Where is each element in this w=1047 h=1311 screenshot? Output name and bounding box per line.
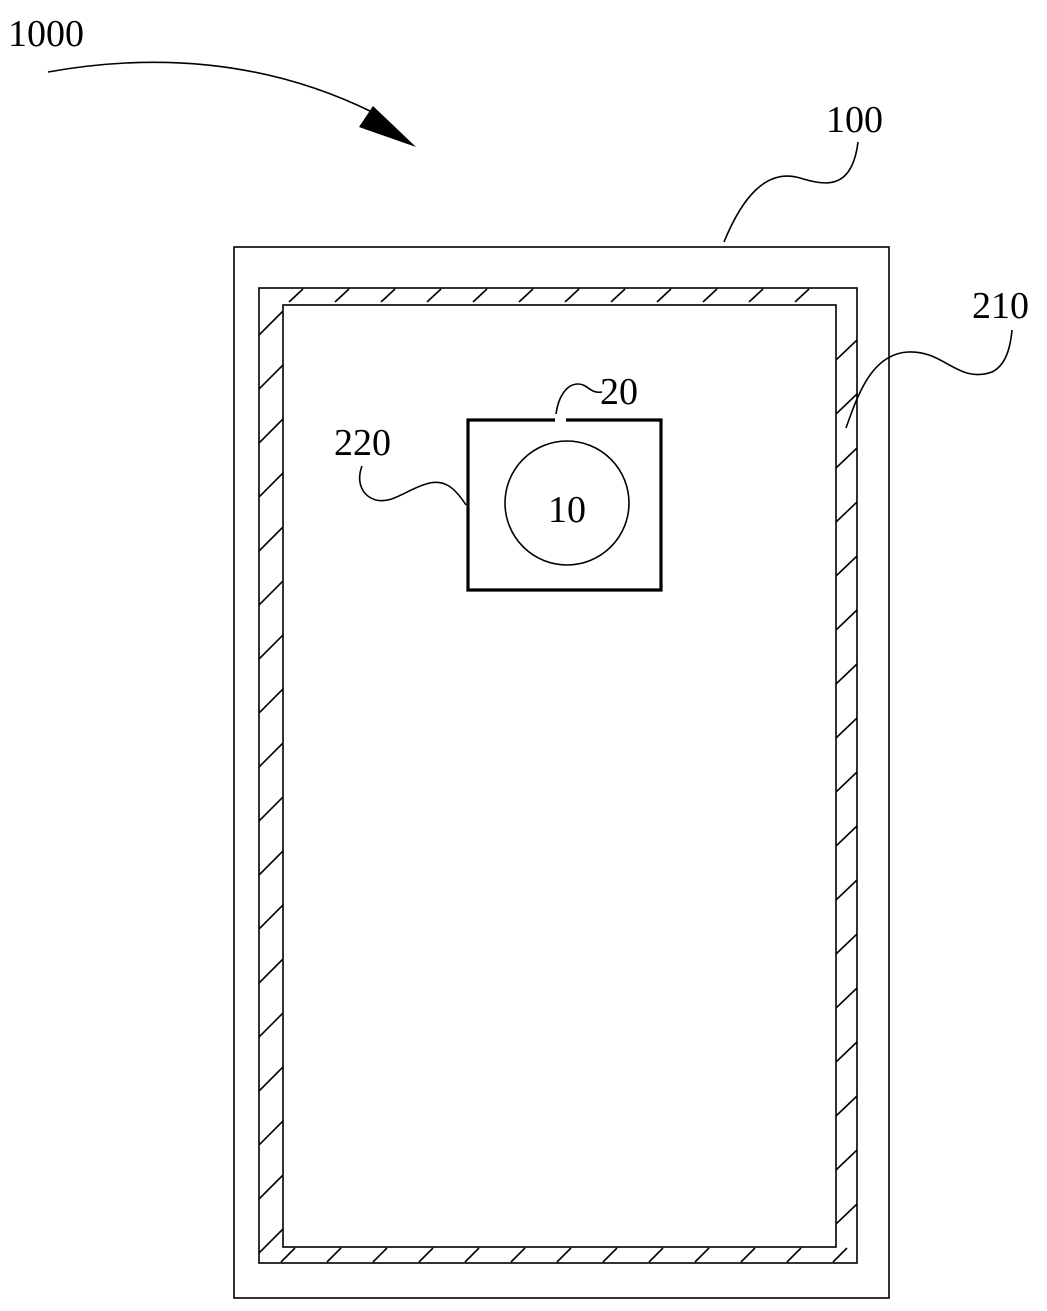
- leader-210: [846, 330, 1012, 428]
- hatch-stroke: [836, 1096, 857, 1116]
- hatch-stroke: [259, 1067, 283, 1091]
- outer-frame: [234, 247, 889, 1298]
- hatch-stroke: [836, 880, 857, 900]
- hatch-stroke: [836, 718, 857, 738]
- hatch-stroke: [519, 289, 533, 302]
- hatch-stroke: [327, 1248, 341, 1262]
- hatch-stroke: [259, 419, 283, 443]
- hatch-stroke: [259, 743, 283, 767]
- hatch-stroke: [741, 1248, 755, 1262]
- hatch-stroke: [259, 311, 283, 335]
- hatch-stroke: [836, 826, 857, 846]
- hatch-stroke: [335, 289, 349, 302]
- assembly-arrow: [48, 62, 416, 147]
- hatch-stroke: [603, 1248, 617, 1262]
- hatch-stroke: [836, 1042, 857, 1062]
- hatch-stroke: [795, 289, 809, 302]
- label-10: 10: [548, 489, 586, 531]
- hatch-stroke: [259, 527, 283, 551]
- hatch-stroke: [381, 289, 395, 302]
- hatch-stroke: [259, 1013, 283, 1037]
- hatch-stroke: [611, 289, 625, 302]
- hatch-stroke: [836, 610, 857, 630]
- leader-100: [724, 142, 858, 242]
- label-100: 100: [826, 99, 883, 141]
- label-1000: 1000: [8, 13, 84, 55]
- hatch-stroke: [259, 635, 283, 659]
- hatch-stroke: [787, 1248, 801, 1262]
- hatch-stroke: [259, 851, 283, 875]
- hatch-stroke: [836, 988, 857, 1008]
- hatch-stroke: [259, 905, 283, 929]
- hatch-stroke: [259, 1175, 283, 1199]
- hatch-stroke: [373, 1248, 387, 1262]
- hatch-stroke: [427, 289, 441, 302]
- hatch-stroke: [833, 1248, 847, 1262]
- hatch-stroke: [419, 1248, 433, 1262]
- hatch-stroke: [259, 581, 283, 605]
- leader-20: [556, 384, 602, 414]
- hatch-stroke: [259, 959, 283, 983]
- label-220: 220: [334, 422, 391, 464]
- hatch-stroke: [836, 1150, 857, 1170]
- hatch-stroke: [749, 289, 763, 302]
- hatch-stroke: [259, 797, 283, 821]
- hatch-stroke: [836, 664, 857, 684]
- hatch-stroke: [259, 365, 283, 389]
- label-20: 20: [600, 371, 638, 413]
- hatch-stroke: [565, 289, 579, 302]
- label-210: 210: [972, 285, 1029, 327]
- hatch-stroke: [836, 448, 857, 468]
- hatch-stroke: [557, 1248, 571, 1262]
- hatch-stroke: [836, 340, 857, 360]
- hatch-stroke: [289, 289, 303, 302]
- hatch-stroke: [649, 1248, 663, 1262]
- hatch-stroke: [473, 289, 487, 302]
- hatch-stroke: [259, 689, 283, 713]
- hatch-stroke: [281, 1248, 295, 1262]
- hatch-stroke: [703, 289, 717, 302]
- hatch-stroke: [836, 502, 857, 522]
- hatch-stroke: [836, 394, 857, 414]
- hatch-stroke: [511, 1248, 525, 1262]
- hatch-stroke: [836, 934, 857, 954]
- hatch-stroke: [259, 1121, 283, 1145]
- hatch-stroke: [695, 1248, 709, 1262]
- hatch-stroke: [259, 1229, 283, 1253]
- hatch-stroke: [836, 1204, 857, 1224]
- hatch-stroke: [836, 556, 857, 576]
- hatch-stroke: [836, 772, 857, 792]
- leader-220: [360, 466, 466, 505]
- hatch-stroke: [657, 289, 671, 302]
- hatch-stroke: [259, 473, 283, 497]
- hatch-stroke: [465, 1248, 479, 1262]
